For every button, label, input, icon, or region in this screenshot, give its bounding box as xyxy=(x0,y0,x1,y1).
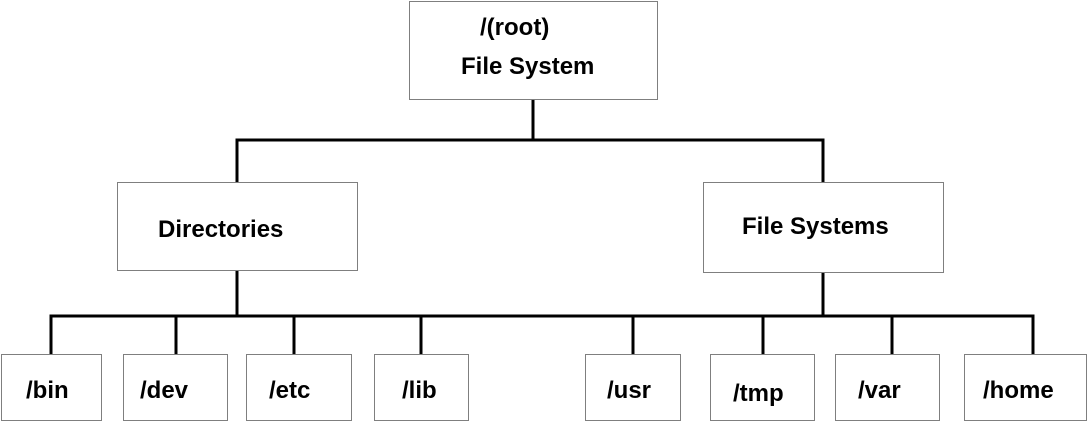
root-label-line1: /(root) xyxy=(480,14,550,41)
file-systems-label: File Systems xyxy=(742,213,889,240)
etc-node: /etc xyxy=(246,354,352,421)
tmp-label: /tmp xyxy=(733,380,784,407)
directories-node: Directories xyxy=(117,182,358,271)
etc-label: /etc xyxy=(269,377,311,404)
bin-node: /bin xyxy=(1,354,102,421)
file-systems-node: File Systems xyxy=(703,182,944,273)
usr-node: /usr xyxy=(585,354,681,421)
bin-label: /bin xyxy=(26,377,69,404)
home-label: /home xyxy=(983,377,1054,404)
home-node: /home xyxy=(964,354,1087,421)
var-node: /var xyxy=(835,354,940,421)
directories-label: Directories xyxy=(158,216,284,243)
dev-node: /dev xyxy=(123,354,228,421)
dev-label: /dev xyxy=(140,377,189,404)
usr-label: /usr xyxy=(607,377,652,404)
var-label: /var xyxy=(858,377,901,404)
lib-label: /lib xyxy=(402,377,437,404)
root-node: /(root) File System xyxy=(409,1,658,100)
tmp-node: /tmp xyxy=(710,354,815,421)
lib-node: /lib xyxy=(374,354,469,421)
root-label-line2: File System xyxy=(461,53,595,80)
